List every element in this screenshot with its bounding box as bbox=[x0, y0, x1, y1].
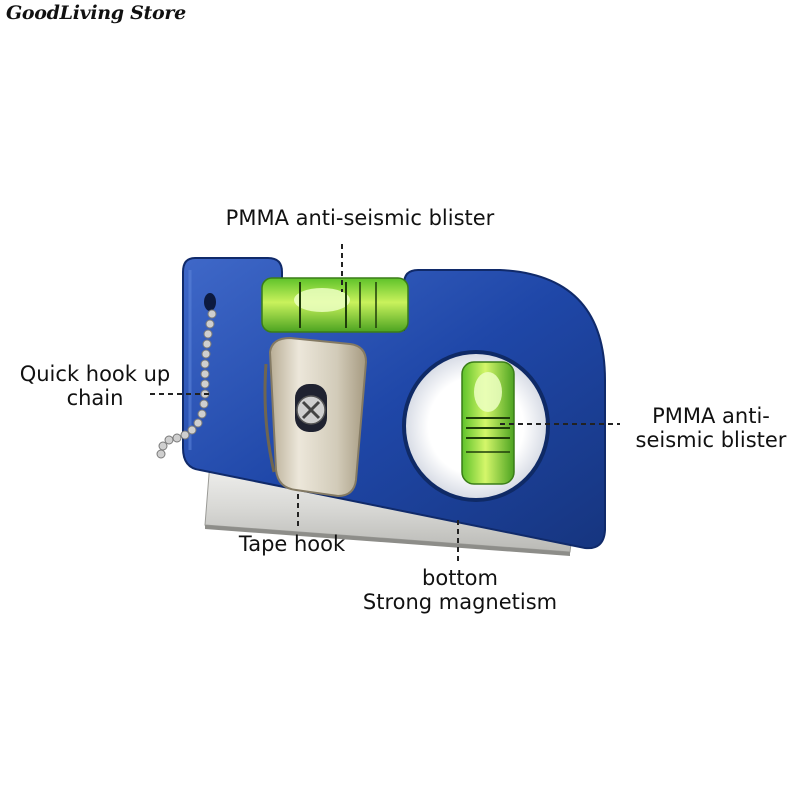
store-logo-text: GoodLiving Store bbox=[6, 2, 186, 24]
label-pmma-blister-side: PMMA anti- seismic blister bbox=[626, 404, 796, 452]
top-bubble-vial bbox=[261, 277, 409, 333]
side-bubble-window bbox=[402, 350, 550, 502]
label-line: Quick hook up bbox=[19, 362, 171, 386]
label-tape-hook: Tape hook bbox=[222, 532, 362, 556]
bead-chain bbox=[156, 309, 217, 459]
label-line: Strong magnetism bbox=[362, 590, 558, 614]
tape-hook-clip bbox=[263, 336, 368, 498]
callout-lines bbox=[150, 244, 620, 562]
label-line: bottom bbox=[422, 566, 498, 590]
label-line: PMMA anti- bbox=[652, 404, 770, 428]
label-line: chain bbox=[66, 386, 124, 410]
label-text: Tape hook bbox=[238, 532, 346, 556]
label-quick-hook-chain: Quick hook up chain bbox=[4, 362, 186, 410]
label-text: PMMA anti-seismic blister bbox=[225, 206, 495, 230]
label-bottom-magnetism: bottom Strong magnetism bbox=[346, 566, 574, 614]
label-line: seismic blister bbox=[635, 428, 787, 452]
label-pmma-blister-top: PMMA anti-seismic blister bbox=[200, 206, 520, 230]
